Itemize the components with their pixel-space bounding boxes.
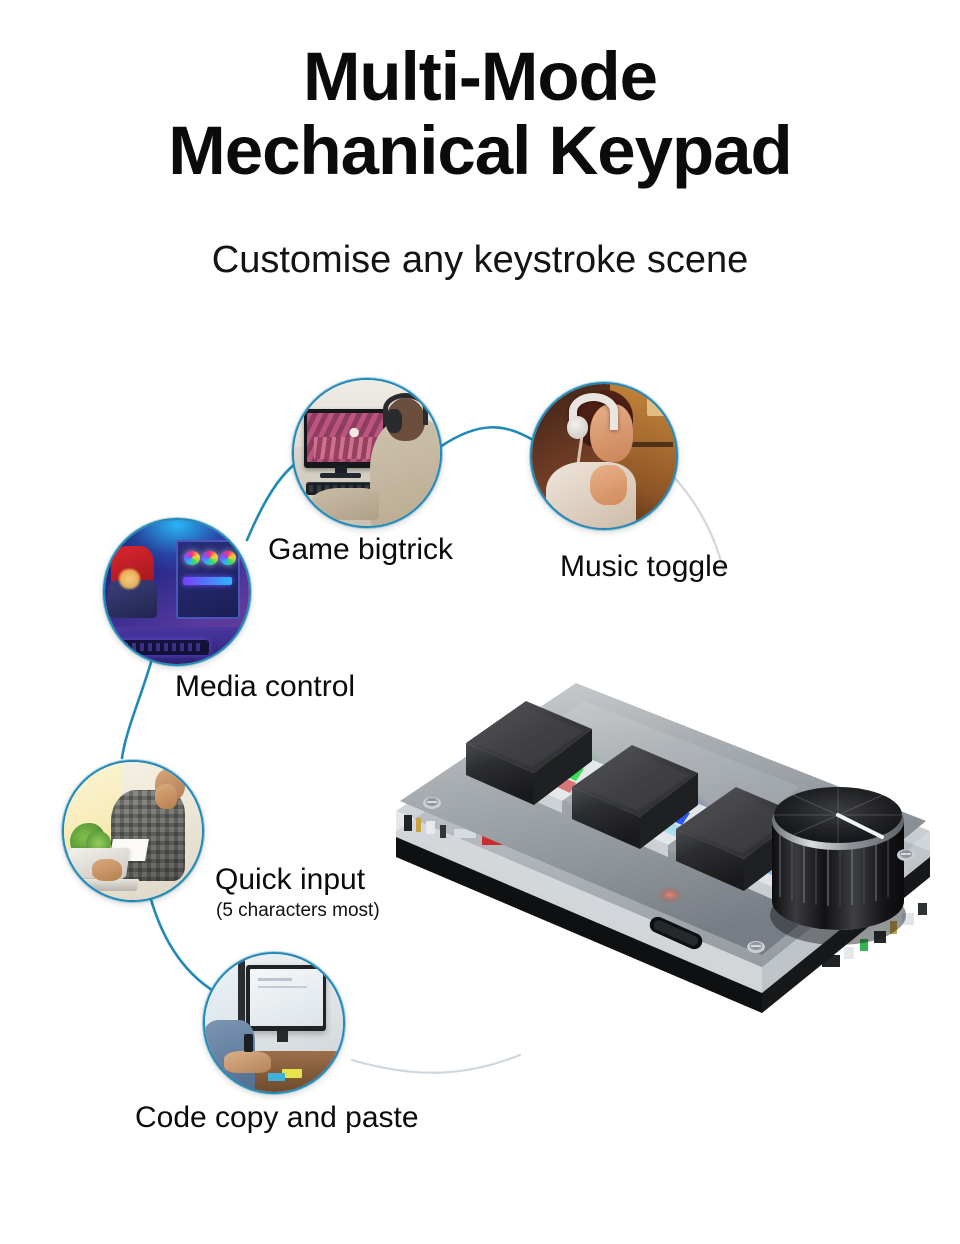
feature-bubble-media[interactable] bbox=[103, 518, 251, 666]
volume-knob bbox=[770, 787, 906, 945]
page-subtitle: Customise any keystroke scene bbox=[211, 239, 749, 281]
page-title-line2: Mechanical Keypad bbox=[168, 112, 792, 189]
usb-c-port bbox=[649, 916, 703, 950]
rgb-gaming-pc-photo bbox=[105, 520, 249, 664]
feature-bubble-game[interactable] bbox=[292, 378, 442, 528]
page-title: Multi-Mode Mechanical Keypad bbox=[0, 40, 960, 188]
page-title-line1: Multi-Mode bbox=[302, 38, 658, 115]
link-code-to-product bbox=[350, 1053, 522, 1074]
feature-bubble-music[interactable] bbox=[530, 382, 678, 530]
link-media-to-quick bbox=[120, 657, 154, 760]
feature-bubble-quick[interactable] bbox=[62, 760, 204, 902]
case-screws bbox=[423, 797, 915, 953]
keycap-2 bbox=[572, 745, 698, 849]
feature-label-music: Music toggle bbox=[560, 550, 729, 583]
feature-label-media: Media control bbox=[175, 670, 356, 703]
feature-label-quick: Quick input bbox=[215, 863, 366, 896]
link-game-to-music bbox=[438, 426, 535, 449]
feature-sublabel-quick: (5 characters most) bbox=[216, 900, 380, 921]
office-desk-monitor-photo bbox=[205, 954, 343, 1092]
man-typing-laptop-photo bbox=[64, 762, 202, 900]
woman-with-headphones-photo bbox=[532, 384, 676, 528]
link-media-to-game bbox=[245, 458, 302, 542]
keypad-product-photo bbox=[370, 625, 950, 1045]
feature-label-game: Game bigtrick bbox=[268, 533, 454, 566]
keycap-1 bbox=[466, 701, 592, 805]
feature-bubble-code[interactable] bbox=[203, 952, 345, 1094]
gamer-at-monitor-photo bbox=[294, 380, 440, 526]
feature-label-code: Code copy and paste bbox=[135, 1101, 419, 1134]
link-music-to-product bbox=[670, 473, 726, 574]
